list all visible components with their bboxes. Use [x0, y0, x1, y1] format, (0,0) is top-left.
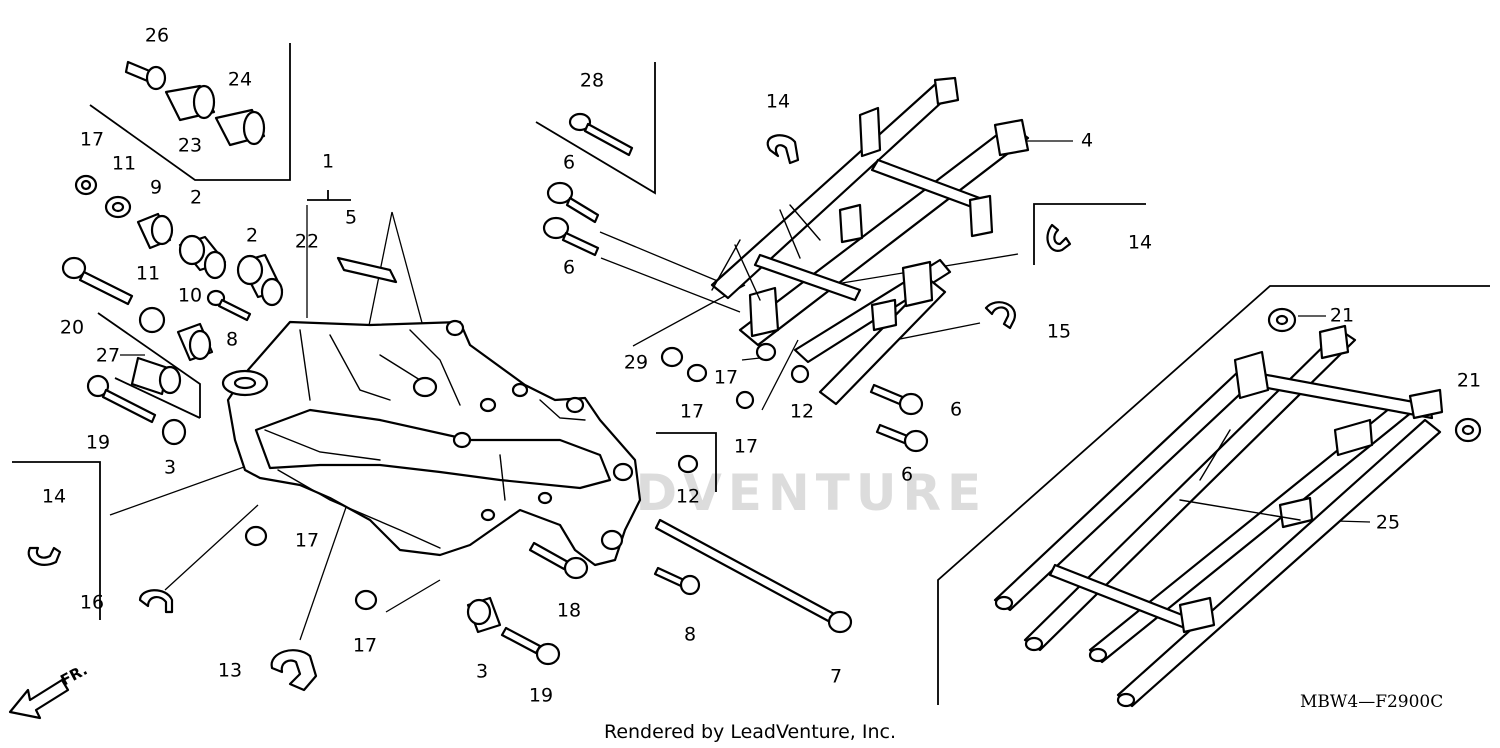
callout-17: 17 — [80, 129, 104, 151]
clamp-13 — [270, 649, 318, 692]
callout-16: 16 — [80, 592, 104, 614]
callout-20: 20 — [60, 317, 84, 339]
callout-19: 19 — [86, 432, 110, 454]
callout-2: 2 — [246, 225, 258, 247]
rear-subframe — [710, 76, 1030, 406]
callout-1: 1 — [322, 151, 334, 173]
callout-24: 24 — [228, 69, 252, 91]
clip-14-left — [27, 546, 62, 566]
callout-4: 4 — [1081, 130, 1093, 152]
callout-14: 14 — [766, 91, 790, 113]
callout-17: 17 — [714, 367, 738, 389]
callout-14: 14 — [42, 486, 66, 508]
callout-3: 3 — [164, 457, 176, 479]
bracket-lines — [12, 43, 1490, 705]
callout-21: 21 — [1457, 370, 1481, 392]
front-direction-arrow: FR. — [8, 661, 90, 720]
seat-rail-frame — [993, 324, 1444, 708]
callout-9: 9 — [150, 177, 162, 199]
clip-14-right — [1046, 223, 1072, 252]
clip-14-top — [766, 134, 800, 165]
callout-6: 6 — [901, 464, 913, 486]
callout-17: 17 — [680, 401, 704, 423]
callout-13: 13 — [218, 660, 242, 682]
callout-14: 14 — [1128, 232, 1152, 254]
callout-27: 27 — [96, 345, 120, 367]
callouts: 26 24 23 17 11 9 2 2 1 5 22 11 10 8 20 2… — [42, 25, 1481, 707]
callout-18: 18 — [557, 600, 581, 622]
callout-8: 8 — [684, 624, 696, 646]
callout-12: 12 — [676, 486, 700, 508]
diagram-code: MBW4—F2900C — [1300, 692, 1443, 712]
callout-17: 17 — [353, 635, 377, 657]
callout-17: 17 — [295, 530, 319, 552]
callout-6: 6 — [563, 152, 575, 174]
callout-25: 25 — [1376, 512, 1400, 534]
callout-6: 6 — [950, 399, 962, 421]
clip-15 — [984, 301, 1017, 330]
main-frame — [221, 319, 642, 567]
callout-22: 22 — [295, 231, 319, 253]
leader-lines — [109, 140, 1371, 641]
callout-5: 5 — [345, 207, 357, 229]
callout-29: 29 — [624, 352, 648, 374]
callout-7: 7 — [830, 666, 842, 688]
clip-16 — [138, 589, 174, 614]
callout-23: 23 — [178, 135, 202, 157]
callout-6: 6 — [563, 257, 575, 279]
callout-8: 8 — [226, 329, 238, 351]
callout-19: 19 — [529, 685, 553, 707]
callout-3: 3 — [476, 661, 488, 683]
callout-26: 26 — [145, 25, 169, 47]
callout-10: 10 — [178, 285, 202, 307]
callout-17: 17 — [734, 436, 758, 458]
callout-2: 2 — [190, 187, 202, 209]
clips — [27, 134, 1072, 692]
small-parts — [61, 60, 1482, 666]
callout-11: 11 — [112, 153, 136, 175]
callout-21: 21 — [1330, 305, 1354, 327]
callout-11: 11 — [136, 263, 160, 285]
callout-28: 28 — [580, 70, 604, 92]
arrow-icon — [8, 678, 70, 720]
callout-12: 12 — [790, 401, 814, 423]
render-credit: Rendered by LeadVenture, Inc. — [604, 721, 896, 743]
callout-15: 15 — [1047, 321, 1071, 343]
